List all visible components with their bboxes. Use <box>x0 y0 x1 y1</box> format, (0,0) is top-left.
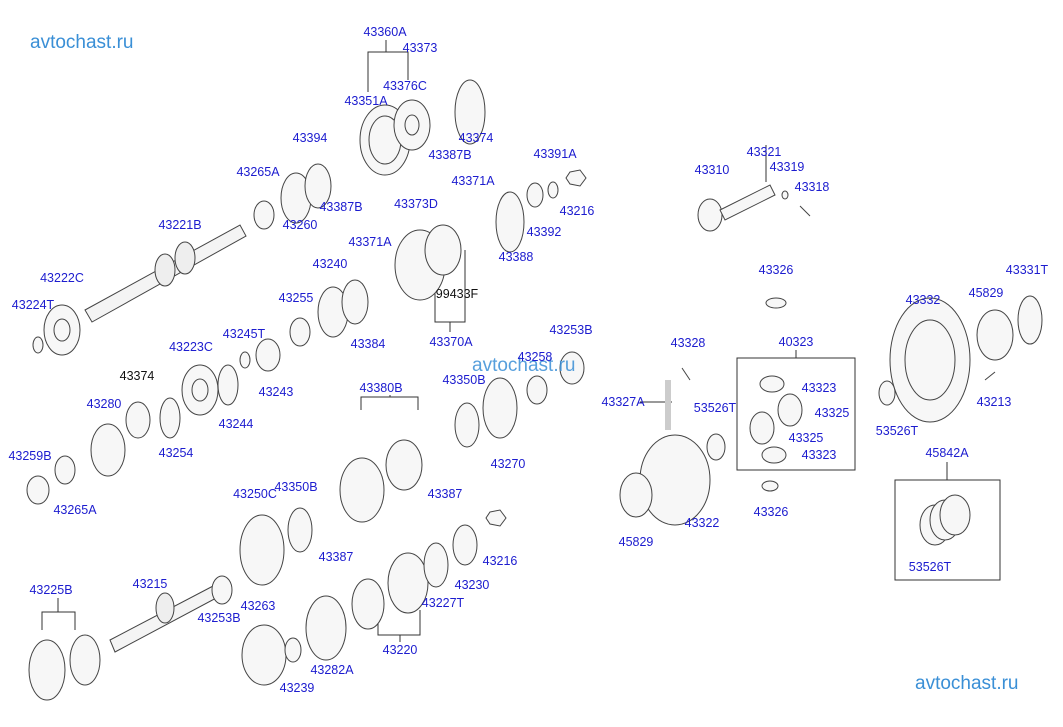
part-label[interactable]: 43245T <box>222 326 266 341</box>
part-label[interactable]: 43323 <box>801 380 837 395</box>
part-label[interactable]: 43213 <box>976 394 1012 409</box>
part-label[interactable]: 43263 <box>240 598 276 613</box>
part-label[interactable]: 43332 <box>905 292 941 307</box>
part-label[interactable]: 43239 <box>279 680 315 695</box>
part-label[interactable]: 43387 <box>318 549 354 564</box>
part-label[interactable]: 43253B <box>197 610 241 625</box>
part-label[interactable]: 45829 <box>618 534 654 549</box>
part-label[interactable]: 43380B <box>359 380 403 395</box>
part-label[interactable]: 43326 <box>753 504 789 519</box>
part-label[interactable]: 40323 <box>778 334 814 349</box>
watermark-center: avtochast.ru <box>472 355 576 376</box>
part-label[interactable]: 43322 <box>684 515 720 530</box>
part-label[interactable]: 43371A <box>348 234 392 249</box>
part-label[interactable]: 43350B <box>442 372 486 387</box>
part-label[interactable]: 43392 <box>526 224 562 239</box>
part-label[interactable]: 43394 <box>292 130 328 145</box>
part-label[interactable]: 43373D <box>394 196 438 211</box>
part-label[interactable]: 43254 <box>158 445 194 460</box>
part-label[interactable]: 43374 <box>458 130 494 145</box>
main-shaft <box>84 224 247 323</box>
part-label[interactable]: 43374 <box>119 368 155 383</box>
part-label[interactable]: 43216 <box>482 553 518 568</box>
part-label[interactable]: 43387B <box>428 147 472 162</box>
part-label[interactable]: 43373 <box>402 40 438 55</box>
part-label[interactable]: 43280 <box>86 396 122 411</box>
part-label[interactable]: 43265A <box>236 164 280 179</box>
part-label[interactable]: 43331T <box>1005 262 1049 277</box>
part-label[interactable]: 45829 <box>968 285 1004 300</box>
watermark-top: avtochast.ru <box>30 32 134 53</box>
part-label[interactable]: 43391A <box>533 146 577 161</box>
part-label[interactable]: 43255 <box>278 290 314 305</box>
part-label[interactable]: 53526T <box>908 559 952 574</box>
part-label[interactable]: 43227T <box>421 595 465 610</box>
part-label[interactable]: 43223C <box>169 339 213 354</box>
gears <box>26 79 1043 701</box>
part-label[interactable]: 43371A <box>451 173 495 188</box>
part-label[interactable]: 43253B <box>549 322 593 337</box>
part-label[interactable]: 43384 <box>350 336 386 351</box>
part-label[interactable]: 43370A <box>429 334 473 349</box>
part-label[interactable]: 43326 <box>758 262 794 277</box>
part-label[interactable]: 43215 <box>132 576 168 591</box>
part-label[interactable]: 43221B <box>158 217 202 232</box>
part-label[interactable]: 43319 <box>769 159 805 174</box>
part-label[interactable]: 43387B <box>319 199 363 214</box>
part-label[interactable]: 53526T <box>693 400 737 415</box>
part-label[interactable]: 43325 <box>788 430 824 445</box>
part-label[interactable]: 43230 <box>454 577 490 592</box>
part-label[interactable]: 43360A <box>363 24 407 39</box>
part-label[interactable]: 43328 <box>670 335 706 350</box>
part-label[interactable]: 43325 <box>814 405 850 420</box>
part-label[interactable]: 43259B <box>8 448 52 463</box>
part-label[interactable]: 43270 <box>490 456 526 471</box>
part-label[interactable]: 43240 <box>312 256 348 271</box>
part-label[interactable]: 43224T <box>11 297 55 312</box>
part-label[interactable]: 43220 <box>382 642 418 657</box>
part-label[interactable]: 43351A <box>344 93 388 108</box>
part-label[interactable]: 45842A <box>925 445 969 460</box>
part-label[interactable]: 43250C <box>233 486 277 501</box>
part-label[interactable]: 43260 <box>282 217 318 232</box>
part-label[interactable]: 43350B <box>274 479 318 494</box>
part-label[interactable]: 43388 <box>498 249 534 264</box>
part-label[interactable]: 43265A <box>53 502 97 517</box>
part-label[interactable]: 99433F <box>435 286 479 301</box>
part-label[interactable]: 43318 <box>794 179 830 194</box>
part-label[interactable]: 43323 <box>801 447 837 462</box>
part-label[interactable]: 43225B <box>29 582 73 597</box>
part-label[interactable]: 43282A <box>310 662 354 677</box>
part-label[interactable]: 43387 <box>427 486 463 501</box>
part-label[interactable]: 43258 <box>517 349 553 364</box>
part-label[interactable]: 53526T <box>875 423 919 438</box>
watermark-bottom: avtochast.ru <box>915 673 1019 694</box>
part-label[interactable]: 43222C <box>40 270 84 285</box>
part-label[interactable]: 43321 <box>746 144 782 159</box>
part-label[interactable]: 43243 <box>258 384 294 399</box>
part-label[interactable]: 43216 <box>559 203 595 218</box>
part-label[interactable]: 43376C <box>383 78 427 93</box>
part-label[interactable]: 43244 <box>218 416 254 431</box>
part-label[interactable]: 43327A <box>601 394 645 409</box>
part-label[interactable]: 43310 <box>694 162 730 177</box>
